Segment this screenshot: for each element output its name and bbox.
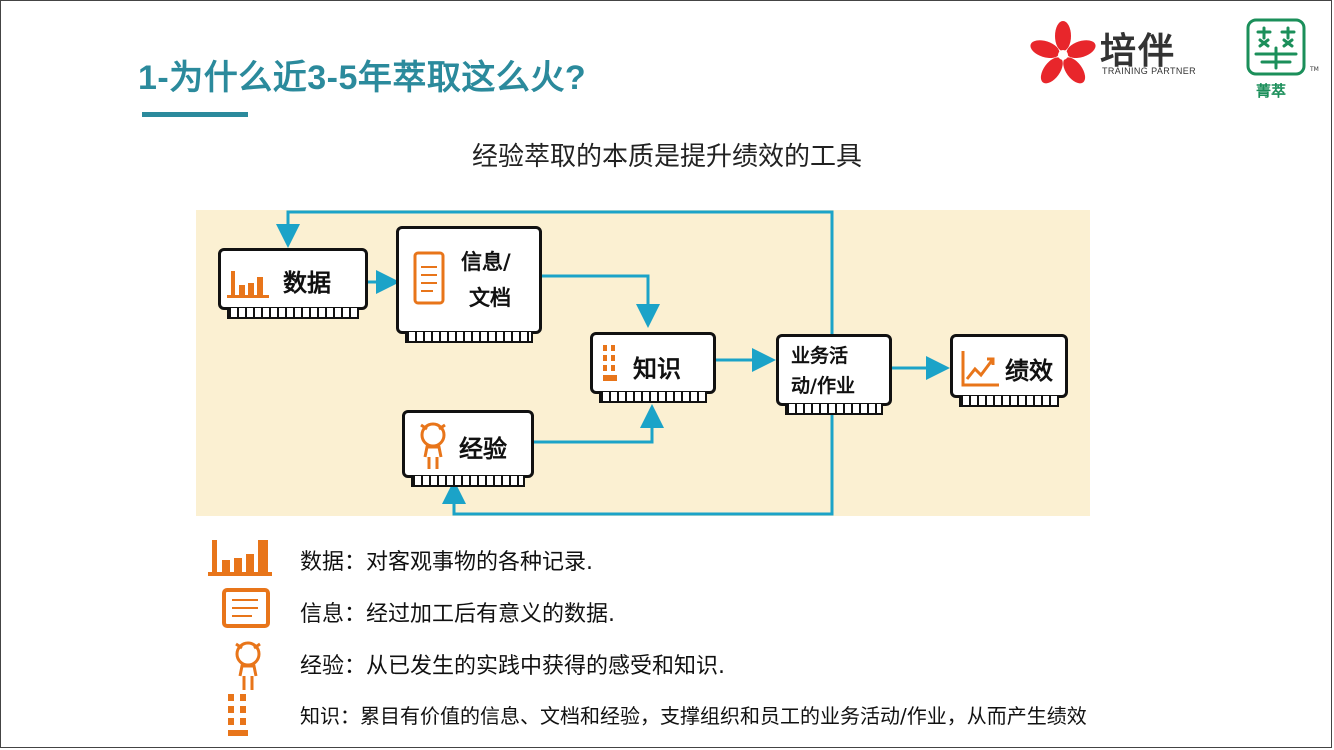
person-icon xyxy=(208,638,278,694)
legend-item-data: 数据：对客观事物的各种记录. xyxy=(208,534,708,584)
document-icon xyxy=(411,249,451,309)
node-base xyxy=(411,476,525,487)
slide-subtitle: 经验萃取的本质是提升绩效的工具 xyxy=(0,136,1334,173)
legend-text: 知识：累目有价值的信息、文档和经验，支撑组织和员工的业务活动/作业，从而产生绩效 xyxy=(300,700,1087,729)
title-underline xyxy=(142,112,248,117)
bar-chart-icon xyxy=(227,261,277,301)
knowledge-icon xyxy=(599,341,629,387)
node-base xyxy=(227,308,359,319)
node-experience: 经验 xyxy=(402,410,534,478)
slide-title: 1-为什么近3-5年萃取这么火? xyxy=(138,50,586,99)
knowledge-icon xyxy=(208,690,278,740)
jingcui-logo: TM 菁萃 xyxy=(1246,18,1326,104)
arrow-experience-to-knowledge xyxy=(534,410,652,442)
star-icon xyxy=(1030,20,1096,86)
node-data: 数据 xyxy=(218,248,368,310)
node-performance-label: 绩效 xyxy=(1005,351,1053,386)
node-knowledge: 知识 xyxy=(590,332,716,394)
bar-chart-icon xyxy=(208,534,278,580)
peiban-tagline: TRAINING PARTNER xyxy=(1102,66,1196,76)
legend-text: 信息：经过加工后有意义的数据. xyxy=(300,596,615,628)
legend-item-info: 信息：经过加工后有意义的数据. xyxy=(208,586,808,636)
flow-diagram: 数据 信息/ 文档 知识 业务活 动/作业 绩效 xyxy=(196,210,1090,516)
node-business: 业务活 动/作业 xyxy=(776,334,892,406)
node-knowledge-label: 知识 xyxy=(633,349,681,384)
jingcui-caption: 菁萃 xyxy=(1256,80,1286,101)
legend-text: 经验：从已发生的实践中获得的感受和知识. xyxy=(300,648,725,680)
node-info-label-1: 信息/ xyxy=(461,247,511,277)
node-base xyxy=(959,396,1059,407)
node-business-label-1: 业务活 xyxy=(791,341,848,371)
node-base xyxy=(405,332,533,343)
jingcui-emblem-icon xyxy=(1246,18,1306,76)
node-base xyxy=(599,392,707,403)
legend-item-experience: 经验：从已发生的实践中获得的感受和知识. xyxy=(208,638,908,688)
node-experience-label: 经验 xyxy=(459,429,507,464)
document-icon xyxy=(208,586,278,632)
legend-item-knowledge: 知识：累目有价值的信息、文档和经验，支撑组织和员工的业务活动/作业，从而产生绩效 xyxy=(208,690,1218,740)
arrow-info-to-knowledge xyxy=(542,276,648,322)
node-business-label-2: 动/作业 xyxy=(791,371,855,401)
node-data-label: 数据 xyxy=(283,263,331,298)
tm-mark: TM xyxy=(1310,66,1319,73)
legend-text: 数据：对客观事物的各种记录. xyxy=(300,544,593,576)
node-base xyxy=(785,404,883,415)
node-info-label-2: 文档 xyxy=(469,283,511,313)
node-performance: 绩效 xyxy=(950,334,1068,398)
peiban-logo: 培伴 TRAINING PARTNER xyxy=(1030,18,1230,88)
node-info: 信息/ 文档 xyxy=(396,226,542,334)
person-icon xyxy=(413,417,453,473)
growth-chart-icon xyxy=(961,349,1001,389)
